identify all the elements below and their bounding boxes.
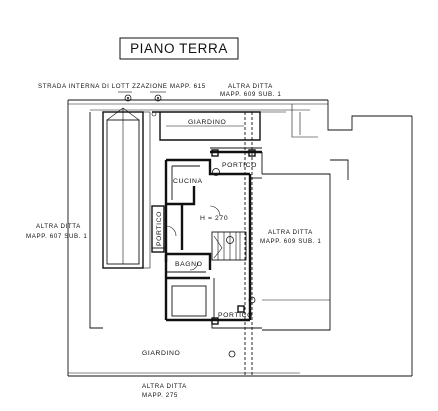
lot-boundary xyxy=(67,99,413,377)
label-height: H = 270 xyxy=(200,215,228,222)
label-strada: STRADA INTERNA DI LOTT ZZAZIONE MAPP. 61… xyxy=(38,83,206,90)
label-altra-ditta-left-1: ALTRA DITTA xyxy=(36,223,81,230)
label-altra-ditta-top-1: ALTRA DITTA xyxy=(228,83,273,90)
label-portico-left: PORTICO xyxy=(156,211,163,246)
giardino-top-area xyxy=(151,111,286,141)
label-altra-ditta-right-2: MAPP. 609 SUB. 1 xyxy=(260,238,321,245)
label-cucina: CUCINA xyxy=(173,178,203,185)
label-bagno: BAGNO xyxy=(175,261,203,268)
label-altra-ditta-bottom-2: MAPP. 275 xyxy=(142,392,178,399)
label-giardino-top: GIARDINO xyxy=(188,119,226,126)
label-altra-ditta-top-2: MAPP. 609 SUB. 1 xyxy=(220,91,281,98)
entrance-markers xyxy=(118,91,166,102)
label-altra-ditta-right-1: ALTRA DITTA xyxy=(268,229,313,236)
label-altra-ditta-left-2: MAPP. 607 SUB. 1 xyxy=(26,233,87,240)
label-portico-bottom: PORTICO xyxy=(218,312,253,319)
title-box xyxy=(119,37,239,60)
page-title: PIANO TERRA xyxy=(130,41,228,56)
right-neighbour-outline xyxy=(262,159,349,331)
label-altra-ditta-bottom-1: ALTRA DITTA xyxy=(142,383,187,390)
house-dashed-boundary xyxy=(244,112,253,376)
door-markers xyxy=(212,168,256,358)
label-portico-top: PORTICO xyxy=(222,162,257,169)
house-walls xyxy=(151,147,263,329)
label-giardino-bottom: GIARDINO xyxy=(142,350,180,357)
carport-ramp xyxy=(102,107,151,269)
